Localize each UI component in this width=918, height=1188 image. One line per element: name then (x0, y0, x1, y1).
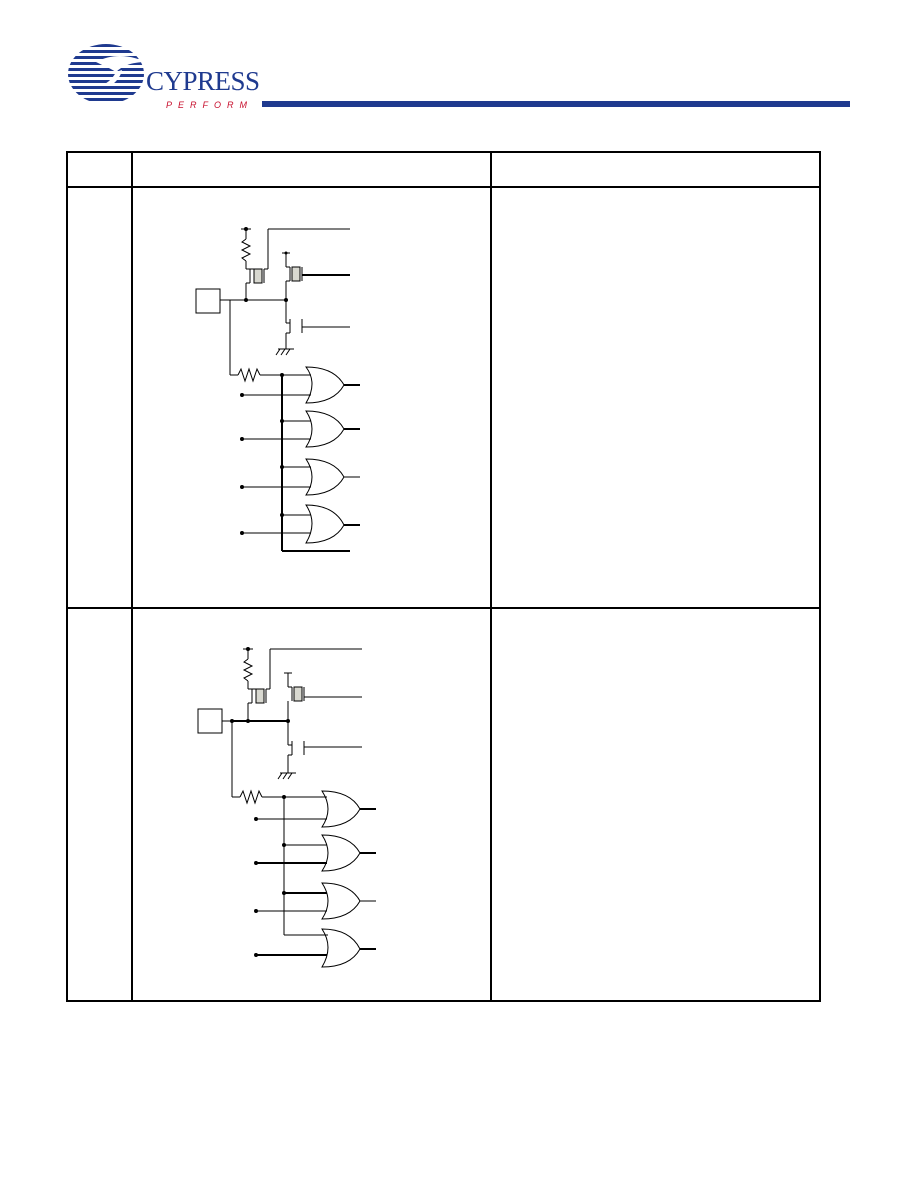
resistor-icon (239, 789, 263, 805)
column-divider (131, 153, 133, 1000)
or-gate-icon (240, 410, 360, 448)
io-circuit-diagram (195, 227, 360, 552)
io-circuit-diagram (197, 647, 376, 968)
brand-name: CYPRESS (146, 66, 260, 96)
brand-tagline: PERFORM (166, 100, 253, 110)
or-gate-icon (254, 882, 376, 920)
or-gate-icon (254, 928, 376, 968)
or-gate-icon (240, 504, 360, 544)
cypress-logo (66, 40, 256, 120)
column-divider (490, 153, 492, 1000)
page-header: CYPRESS PERFORM (0, 0, 918, 120)
header-divider (68, 186, 819, 188)
or-gate-icon (254, 790, 376, 828)
globe-icon (68, 44, 146, 101)
or-gate-icon (240, 458, 360, 496)
transistor-icon (255, 688, 265, 704)
resistor-icon (242, 658, 254, 682)
or-gate-icon (254, 834, 376, 872)
io-schematic-2 (196, 645, 386, 975)
pin-box-icon (195, 288, 221, 314)
resistor-icon (240, 238, 252, 262)
pin-box-icon (197, 708, 223, 734)
table-header-row (68, 153, 819, 187)
transistor-icon (293, 686, 303, 702)
resistor-icon (237, 367, 261, 383)
transistor-icon (291, 266, 301, 282)
pin-table (66, 151, 821, 1002)
header-rule (262, 101, 850, 107)
row-divider (68, 607, 819, 609)
io-schematic-1 (194, 223, 374, 563)
or-gate-icon (240, 366, 360, 404)
transistor-icon (253, 268, 263, 284)
